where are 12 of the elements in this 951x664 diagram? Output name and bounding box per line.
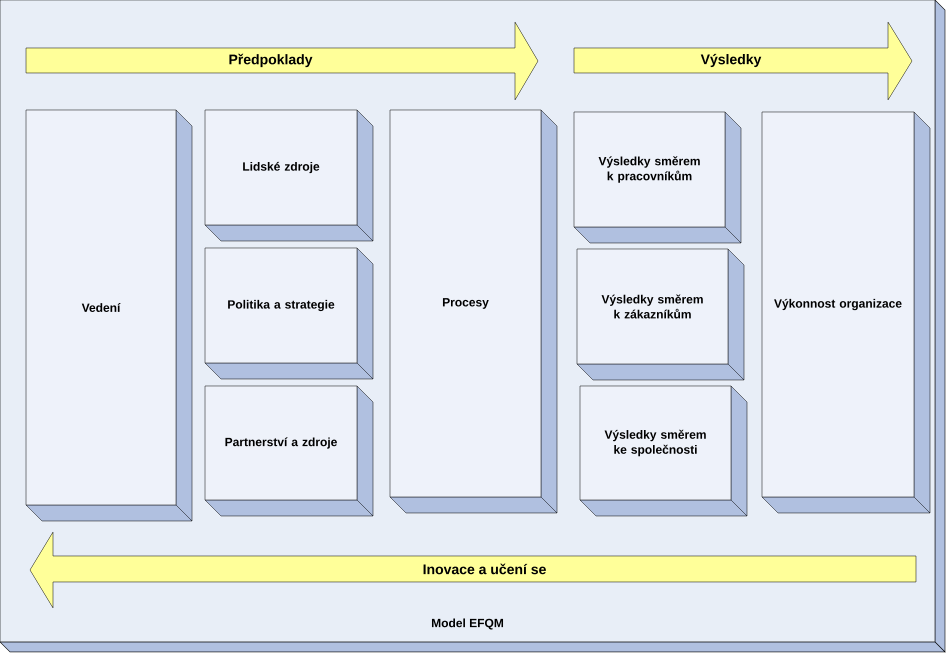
arrow-band: Výsledky <box>574 22 912 100</box>
block-box: Lidské zdroje <box>204 110 374 242</box>
block-box: Výsledky směrem k zákazníkům <box>576 248 744 380</box>
block-box: Výsledky směrem ke společnosti <box>580 386 748 516</box>
block-box: Vedení <box>26 110 192 522</box>
block-box: Výsledky směrem k pracovníkům <box>574 112 742 244</box>
arrow-band: Předpoklady <box>26 22 538 100</box>
block-box: Výkonnost organizace <box>762 112 930 514</box>
block-box: Politika a strategie <box>204 248 374 380</box>
block-box: Procesy <box>390 110 558 514</box>
block-box: Partnerství a zdroje <box>204 386 374 516</box>
arrow-band: Inovace a učení se <box>30 532 916 608</box>
